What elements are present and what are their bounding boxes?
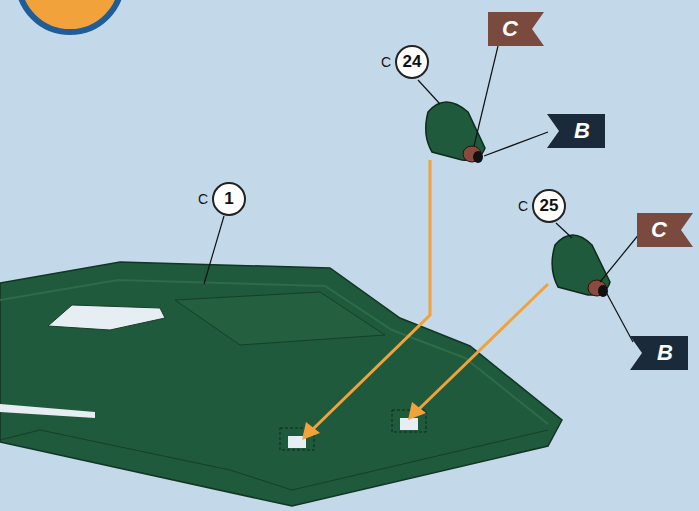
- paint-code: B: [642, 336, 688, 370]
- hatch-opening: [48, 305, 165, 330]
- callout-number: 24: [395, 45, 429, 79]
- callout-number: 25: [532, 189, 566, 223]
- flag-fill: [637, 213, 693, 247]
- color-flag: B: [547, 114, 605, 148]
- paint-code: B: [559, 114, 605, 148]
- color-flag: C: [488, 12, 544, 46]
- color-flag: C: [637, 213, 693, 247]
- callout-marker: C24: [381, 45, 429, 79]
- hull-part: [0, 262, 562, 506]
- light-bulb: [473, 151, 483, 163]
- arrow-head: [408, 402, 426, 420]
- hull-edge: [0, 280, 548, 424]
- callout-marker: C1: [198, 182, 246, 216]
- callout-number: 1: [212, 182, 246, 216]
- light-bulb: [598, 285, 608, 297]
- part-sprue-letter: C: [518, 198, 528, 214]
- flag-fill: [488, 12, 544, 46]
- color-flag: B: [630, 336, 688, 370]
- paint-code: C: [637, 213, 681, 247]
- part-sprue-letter: C: [381, 54, 391, 70]
- flag-fill: [630, 336, 688, 370]
- mount-hole: [400, 418, 418, 430]
- callout-marker: C25: [518, 189, 566, 223]
- arrow-head: [302, 422, 320, 440]
- assembly-arrow: [312, 160, 548, 430]
- flag-fill: [547, 114, 605, 148]
- paint-code: C: [488, 12, 532, 46]
- step-badge: [18, 0, 122, 32]
- part-sprue-letter: C: [198, 191, 208, 207]
- hull-edge: [0, 430, 548, 490]
- leader-line: [204, 46, 640, 342]
- side-slot: [0, 404, 95, 418]
- hull-panel: [175, 292, 385, 345]
